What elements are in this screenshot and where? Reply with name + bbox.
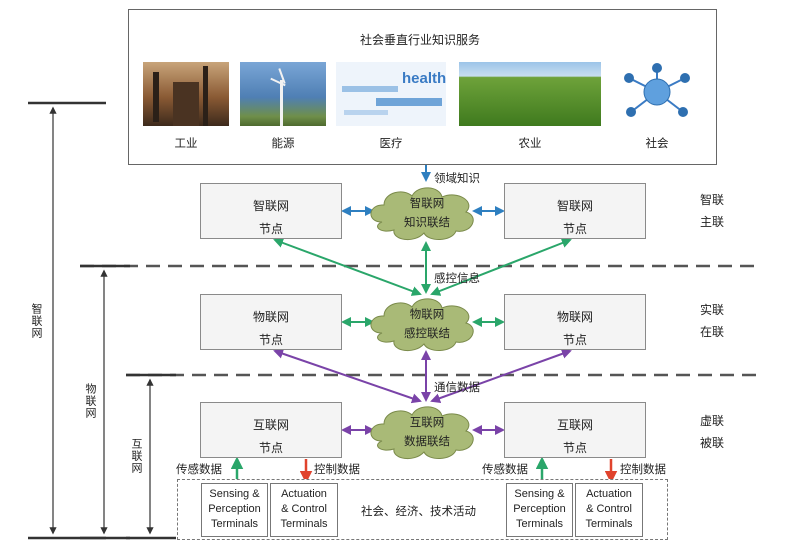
cloud-things [370, 298, 474, 352]
label-control-data-left: 控制数据 [314, 462, 360, 476]
internet-node-left: 互联网 节点 [200, 402, 342, 458]
industry-label-medical: 医疗 [379, 136, 403, 150]
sensing-terminal-right: Sensing & Perception Terminals [506, 483, 573, 537]
label-sensing-data-left: 传感数据 [176, 462, 222, 476]
wisdom-node-right: 智联网 节点 [504, 183, 646, 239]
health-wordcloud-image: health [336, 62, 446, 126]
label-sensing-data-right: 传感数据 [482, 462, 528, 476]
industry-label-society: 社会 [645, 136, 669, 150]
industry-label-energy: 能源 [271, 136, 295, 150]
cloud-wisdom [370, 187, 474, 241]
industry-image [143, 62, 229, 126]
scale-bar-internet [126, 373, 176, 540]
label-control-data-right: 控制数据 [620, 462, 666, 476]
cloud-wisdom-label: 智联网 知识联结 [404, 196, 450, 229]
cloud-internet-label: 互联网 数据联结 [404, 415, 450, 448]
farmland-image [459, 62, 601, 126]
side-label-things: 实联 在联 [699, 303, 724, 339]
industry-label-agriculture: 农业 [518, 136, 542, 150]
actuation-terminal-left: Actuation & Control Terminals [270, 483, 338, 537]
arrow-purple-left [273, 348, 422, 404]
arrow-purple-right [430, 349, 572, 403]
industry-label-industrial: 工业 [174, 136, 198, 150]
activity-label: 社会、经济、技术活动 [361, 504, 476, 518]
label-sensing-control-info: 感控信息 [434, 271, 480, 285]
wind-turbine-image [240, 62, 326, 126]
label-communication-data: 通信数据 [434, 380, 480, 394]
scale-label-things: 物联网 [84, 383, 97, 419]
side-label-wisdom: 智联 主联 [699, 193, 724, 229]
internet-node-right: 互联网 节点 [504, 402, 646, 458]
side-label-internet: 虚联 被联 [699, 414, 724, 450]
scale-label-wisdom: 智联网 [30, 303, 43, 339]
actuation-terminal-right: Actuation & Control Terminals [575, 483, 643, 537]
label-domain-knowledge: 领域知识 [434, 171, 480, 185]
cloud-things-label: 物联网 感控联结 [404, 307, 450, 340]
wisdom-node-left: 智联网 节点 [200, 183, 342, 239]
wordcloud-health-word: health [402, 70, 446, 87]
scale-bar-things [80, 264, 130, 540]
things-node-right: 物联网 节点 [504, 294, 646, 350]
arrow-green-right [430, 238, 572, 296]
arrow-green-left [273, 238, 422, 296]
cloud-internet [370, 406, 474, 460]
scale-label-internet: 互联网 [130, 438, 143, 474]
network-globe-icon [619, 62, 695, 126]
things-node-left: 物联网 节点 [200, 294, 342, 350]
panel-title: 社会垂直行业知识服务 [360, 33, 481, 47]
sensing-terminal-left: Sensing & Perception Terminals [201, 483, 268, 537]
